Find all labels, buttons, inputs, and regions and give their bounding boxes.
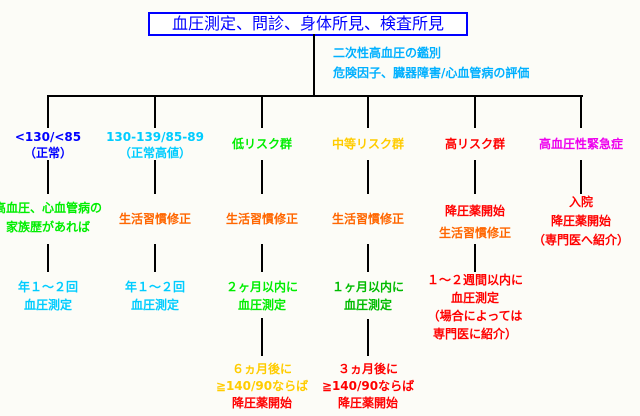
branch-line bbox=[47, 95, 583, 97]
step1-text: 入院降圧薬開始 （専門医へ紹介） bbox=[533, 193, 629, 250]
column-header: <130/<85 （正常） bbox=[15, 129, 81, 161]
step3-text-line: ６ヵ月後に bbox=[231, 362, 292, 376]
step3-text-line: 降圧薬開始 bbox=[231, 396, 292, 410]
step3-text: ３ヵ月後に ≧140/90ならば降圧薬開始 bbox=[322, 361, 414, 412]
title-box: 血圧測定、問診、身体所見、検査所見 bbox=[148, 12, 468, 36]
step2-text-line: １～２週間以内に bbox=[426, 273, 524, 287]
step1-text: 生活習慣修正 bbox=[119, 210, 191, 229]
step1-text-line: 生活習慣修正 bbox=[118, 212, 192, 226]
connector-line bbox=[367, 244, 369, 272]
connector-line bbox=[474, 160, 476, 194]
step1-text-line: 降圧薬開始 bbox=[444, 204, 506, 218]
note-secondary: 二次性高血圧の鑑別 bbox=[333, 46, 442, 60]
step3-text-line: ３ヵ月後に bbox=[337, 362, 398, 376]
connector-line bbox=[261, 244, 263, 272]
step1-text-line: 入院 bbox=[568, 195, 594, 209]
step1-text-line: 生活習慣修正 bbox=[331, 212, 405, 226]
step1-text: 生活習慣修正 bbox=[332, 210, 404, 229]
connector-line bbox=[261, 318, 263, 356]
connector-line bbox=[154, 244, 156, 272]
step2-text-line: 年１～２回 bbox=[17, 280, 79, 294]
connector-line bbox=[47, 96, 49, 128]
connector-line bbox=[47, 244, 49, 272]
connector-line bbox=[367, 160, 369, 194]
connector-line bbox=[154, 160, 156, 194]
connector-line bbox=[580, 160, 582, 194]
step2-text: １～２週間以内に血圧測定 （場合によっては専門医に紹介） bbox=[427, 271, 523, 343]
column-header-line: 高リスク群 bbox=[444, 137, 506, 151]
step2-text-line: 血圧測定 bbox=[450, 291, 500, 305]
step2-text: 年１～２回血圧測定 bbox=[18, 278, 78, 314]
step1-text-line: （専門医へ紹介） bbox=[532, 233, 630, 247]
step1-text-line: 降圧薬開始 bbox=[550, 214, 612, 228]
column-header: 130-139/85-89 （正常高値） bbox=[106, 129, 204, 161]
column-header: 中等リスク群 bbox=[332, 136, 404, 152]
note-evaluation: 危険因子、臓器障害/心血管病の評価 bbox=[333, 66, 530, 80]
step2-text-line: 専門医に紹介） bbox=[432, 327, 518, 341]
step2-text: ２ヶ月以内に血圧測定 bbox=[226, 278, 298, 314]
step2-text-line: 血圧測定 bbox=[343, 298, 393, 312]
connector-line bbox=[154, 96, 156, 128]
connector-line bbox=[261, 160, 263, 194]
connector-line bbox=[474, 96, 476, 128]
step3-text-line: 降圧薬開始 bbox=[337, 396, 398, 410]
column-header-line: 高血圧性緊急症 bbox=[538, 137, 624, 151]
step2-text: １ヶ月以内に血圧測定 bbox=[332, 278, 404, 314]
column-header: 高血圧性緊急症 bbox=[539, 136, 623, 152]
connector-line bbox=[261, 96, 263, 128]
step1-text: 降圧薬開始生活習慣修正 bbox=[439, 200, 511, 244]
step1-text-line: 高血圧、心血管病の bbox=[0, 201, 103, 215]
column-header-line: <130/<85 bbox=[14, 130, 82, 144]
column-header-line: （正常） bbox=[23, 146, 72, 160]
connector-line bbox=[580, 96, 582, 128]
step2-text: 年１～２回血圧測定 bbox=[125, 278, 185, 314]
step1-text: 高血圧、心血管病の家族歴があれば bbox=[0, 199, 102, 237]
connector-line bbox=[47, 160, 49, 194]
step2-text-line: ２ヶ月以内に bbox=[225, 280, 299, 294]
column-header-line: 低リスク群 bbox=[231, 137, 293, 151]
step2-text-line: 血圧測定 bbox=[23, 298, 73, 312]
connector-line bbox=[367, 96, 369, 128]
step2-text-line: 年１～２回 bbox=[124, 280, 186, 294]
column-header: 低リスク群 bbox=[232, 136, 292, 152]
step1-text: 生活習慣修正 bbox=[226, 210, 298, 229]
column-header-line: 中等リスク群 bbox=[331, 137, 405, 151]
step1-text-line: 生活習慣修正 bbox=[438, 226, 512, 240]
step1-text-line: 生活習慣修正 bbox=[225, 212, 299, 226]
column-header-line: （正常高値） bbox=[118, 146, 191, 160]
step3-text-line: ≧140/90ならば bbox=[215, 379, 309, 393]
step3-text: ６ヵ月後に ≧140/90ならば降圧薬開始 bbox=[216, 361, 308, 412]
connector-line bbox=[474, 244, 476, 272]
step3-text-line: ≧140/90ならば bbox=[321, 379, 415, 393]
step1-text-line: 家族歴があれば bbox=[5, 220, 91, 234]
step2-text-line: 血圧測定 bbox=[130, 298, 180, 312]
step2-text-line: １ヶ月以内に bbox=[331, 280, 405, 294]
step2-text-line: （場合によっては bbox=[427, 309, 523, 323]
step2-text-line: 血圧測定 bbox=[237, 298, 287, 312]
connector-line bbox=[367, 319, 369, 356]
column-header: 高リスク群 bbox=[445, 136, 505, 152]
connector-line bbox=[313, 34, 315, 97]
column-header-line: 130-139/85-89 bbox=[106, 130, 204, 144]
